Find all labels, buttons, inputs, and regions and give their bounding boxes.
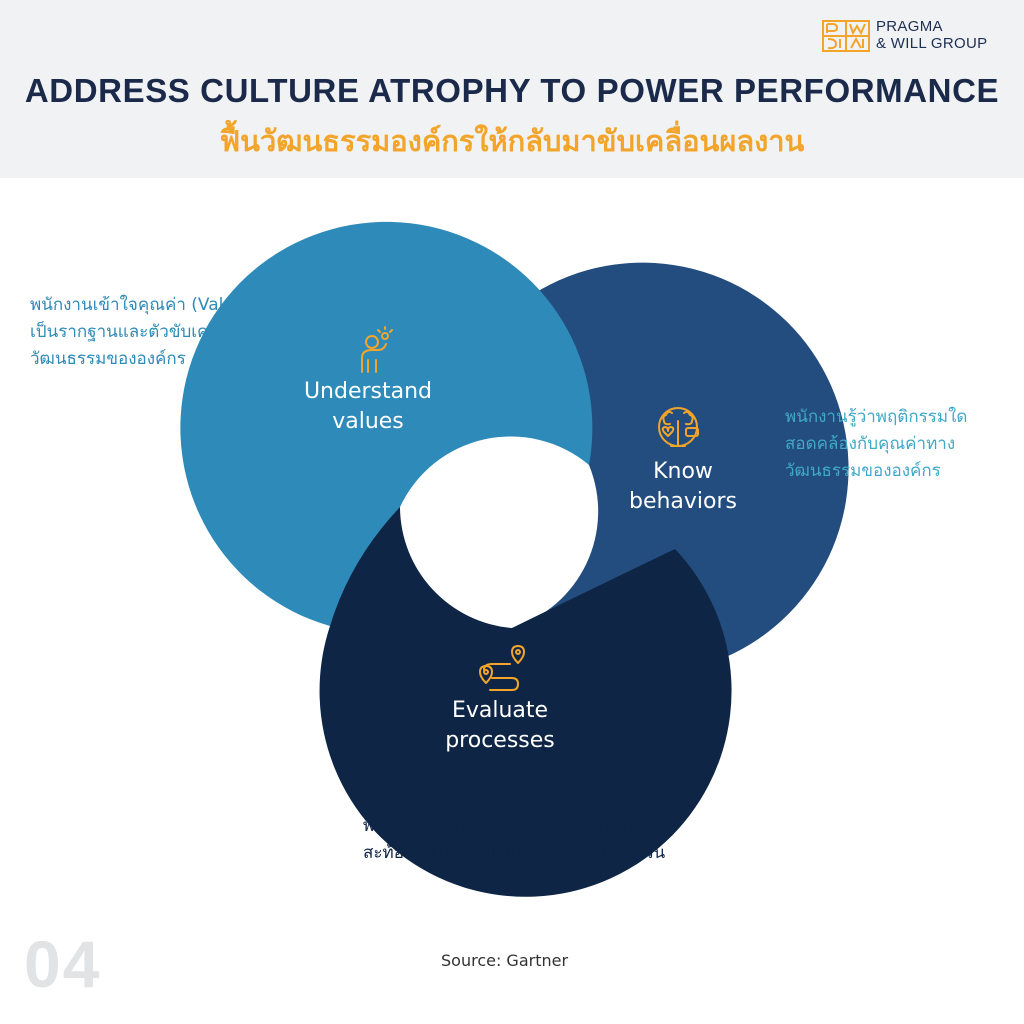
description-know-line1: พนักงานรู้ว่าพฤติกรรมใด <box>785 407 968 427</box>
header-band <box>0 0 1024 178</box>
label-evaluate-line2: processes <box>445 728 555 753</box>
description-understand-values: พนักงานเข้าใจคุณค่า (Values) ที่ เป็นราก… <box>30 292 277 373</box>
description-understand-line3: วัฒนธรรมขององค์กร <box>30 349 186 369</box>
brand-name-line2: & WILL GROUP <box>876 35 988 52</box>
source-citation: Source: Gartner <box>441 951 569 970</box>
description-understand-line2: เป็นรากฐานและตัวขับเคลื่อน <box>30 322 241 342</box>
person-idea-icon <box>361 326 393 373</box>
route-pin-icon <box>479 645 525 691</box>
label-evaluate-processes: Evaluate processes <box>420 696 580 756</box>
label-know-line1: Know <box>653 459 713 484</box>
segment-understand-values <box>180 221 593 626</box>
brand-name-line1: PRAGMA <box>876 18 943 35</box>
description-know-behaviors: พนักงานรู้ว่าพฤติกรรมใด สอดคล้องกับคุณค่… <box>785 404 967 485</box>
description-know-line2: สอดคล้องกับคุณค่าทาง <box>785 434 956 454</box>
description-evaluate-line1: พนักงานมองเห็นคุณค่าขององค์กร และ <box>363 816 648 836</box>
description-evaluate-processes: พนักงานมองเห็นคุณค่าขององค์กร และ สะท้อน… <box>363 813 665 867</box>
page-title-th: ฟื้นวัฒนธรรมองค์กรให้กลับมาขับเคลื่อนผลง… <box>219 124 805 158</box>
label-know-behaviors: Know behaviors <box>603 457 763 517</box>
segment-know-behaviors <box>502 262 849 675</box>
label-know-line2: behaviors <box>628 489 738 514</box>
description-evaluate-line2: สะท้อนอยู่ในกระบวนการทำงานประจำวัน <box>363 843 666 863</box>
description-know-line3: วัฒนธรรมขององค์กร <box>785 461 941 481</box>
page-title-en: ADDRESS CULTURE ATROPHY TO POWER PERFORM… <box>24 72 1000 109</box>
label-understand-line1: Understand <box>303 379 433 404</box>
label-evaluate-line1: Evaluate <box>451 698 549 723</box>
segment-evaluate-processes <box>319 507 732 897</box>
description-understand-line1: พนักงานเข้าใจคุณค่า (Values) ที่ <box>30 295 277 315</box>
label-understand-line2: values <box>332 409 404 434</box>
brain-heart-icon <box>658 407 699 447</box>
page-number: 04 <box>24 927 102 1001</box>
label-understand-values: Understand values <box>288 377 448 437</box>
brand-logo: PRAGMA & WILL GROUP <box>822 18 1012 58</box>
brand-logo-mark-icon <box>822 20 870 52</box>
